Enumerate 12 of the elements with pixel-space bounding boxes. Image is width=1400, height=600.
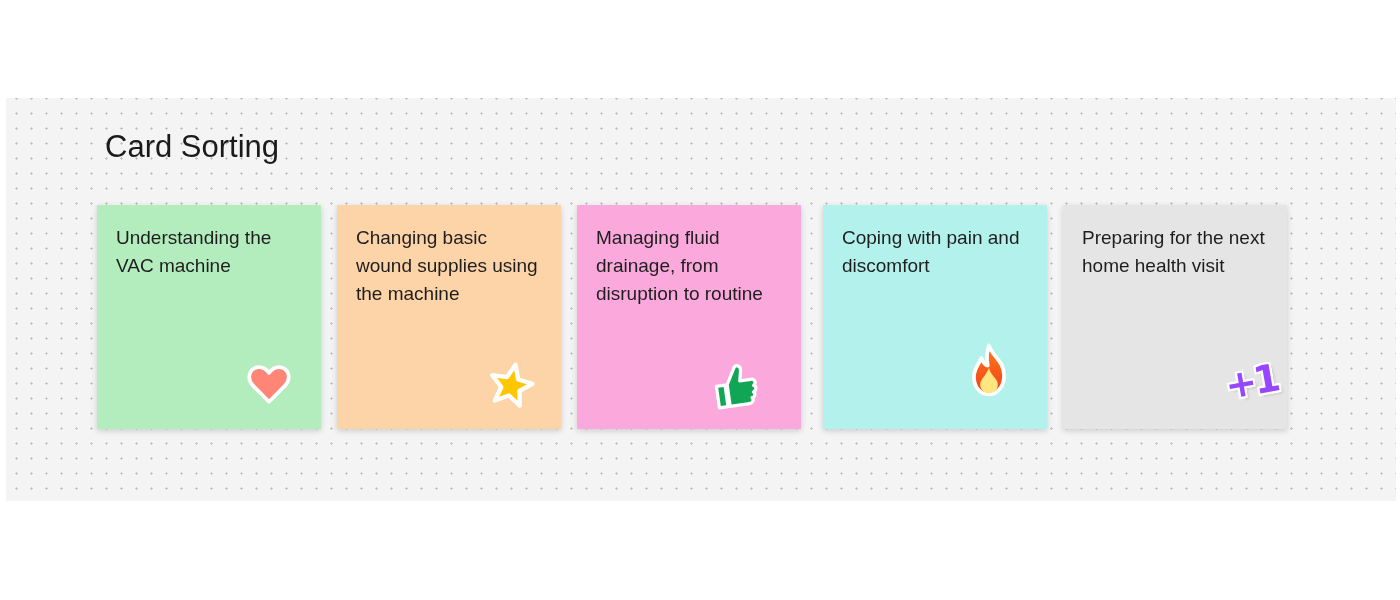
sticky-note <box>577 205 801 429</box>
sticker-text: +1 <box>1222 358 1281 406</box>
sticky-note <box>97 205 321 429</box>
card-text: Managing fluid drainage, from disruption to routine <box>596 226 764 306</box>
card-text: Preparing for the next home health visit <box>1082 226 1266 278</box>
card-text: Coping with pain and discomfort <box>842 226 1021 278</box>
card-text: Understanding the VAC machine <box>116 226 273 278</box>
sticky-note <box>337 205 561 429</box>
sticky-note <box>1063 205 1287 429</box>
sticky-note <box>823 205 1047 429</box>
board-title: Card Sorting <box>105 128 280 166</box>
card-text: Changing basic wound supplies using the machine <box>356 226 539 306</box>
